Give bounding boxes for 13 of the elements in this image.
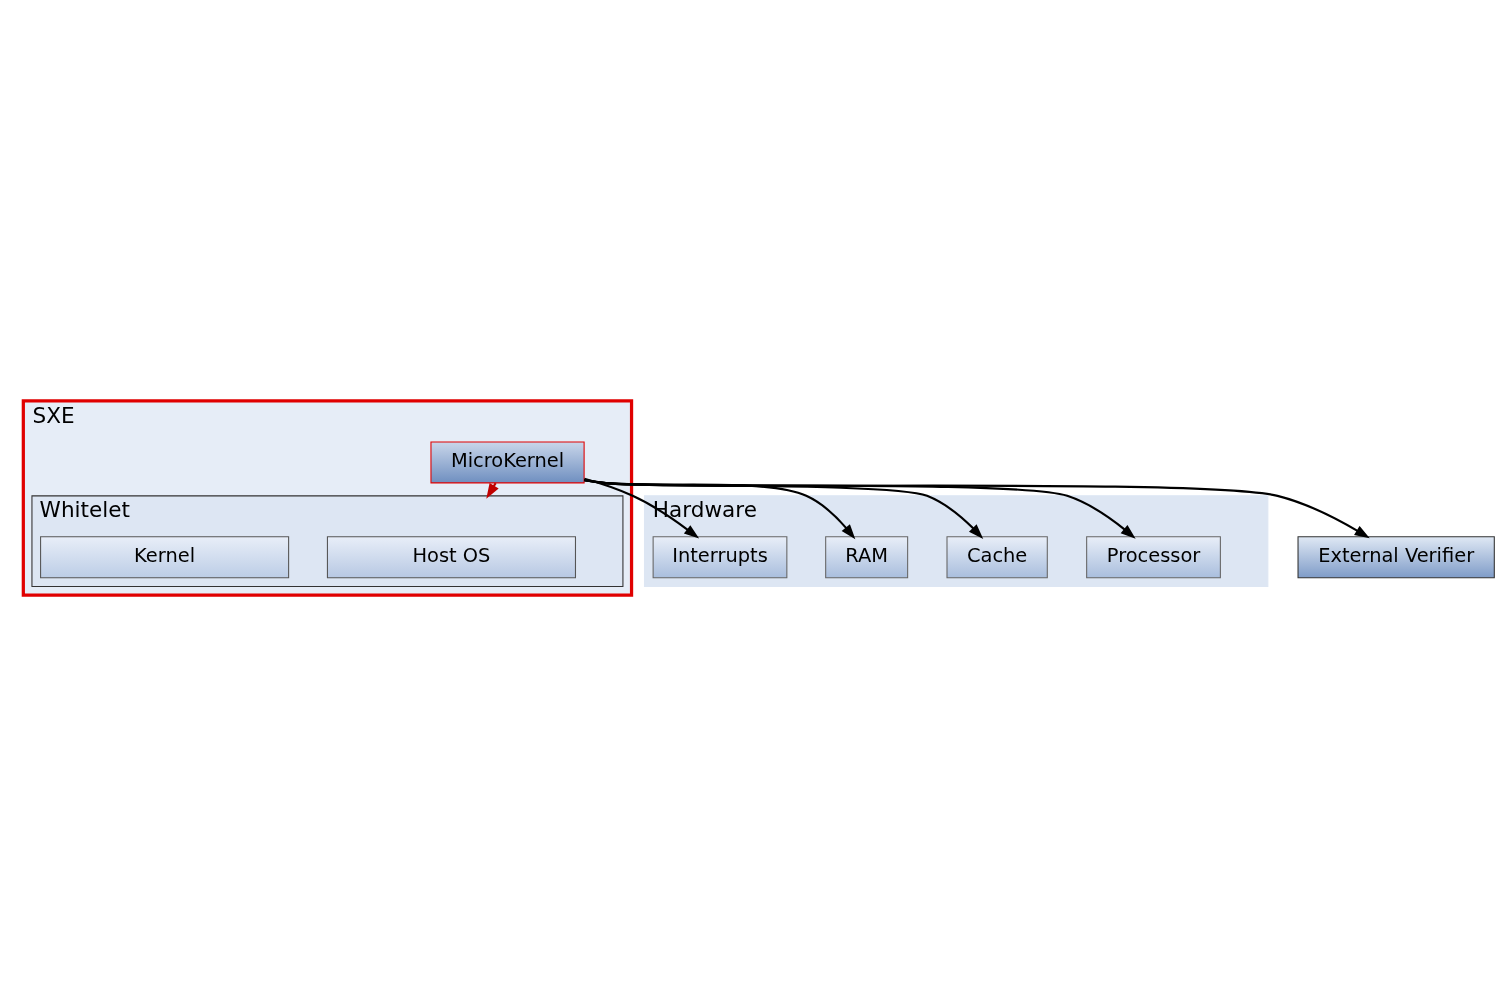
arrow — [584, 478, 984, 539]
node-box: Kernel — [40, 535, 290, 578]
node-box: Processor — [1086, 535, 1221, 578]
node-box: Cache — [946, 535, 1048, 578]
node-box: MicroKernel — [430, 440, 585, 483]
node-box: Host OS — [326, 535, 576, 578]
node-box: External Verifier — [1297, 535, 1495, 578]
node-box: Interrupts — [652, 535, 788, 578]
arrow — [584, 478, 856, 539]
arrow — [584, 477, 700, 539]
arrow — [584, 478, 1136, 539]
node-box: RAM — [825, 535, 909, 578]
arrow — [584, 478, 1370, 538]
